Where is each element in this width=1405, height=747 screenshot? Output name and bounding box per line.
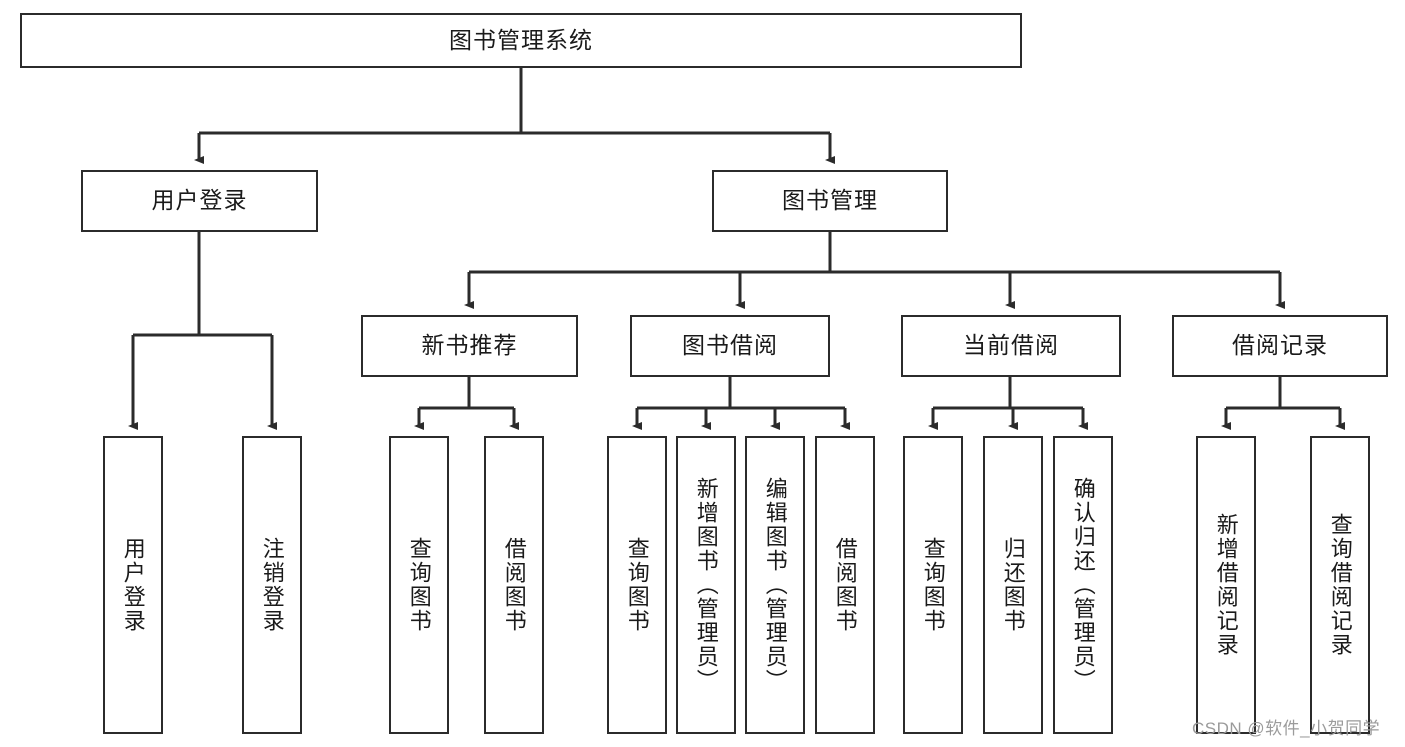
leaf-node-12[interactable]: 新增图书（管理员） (676, 436, 736, 734)
leaf-node-7[interactable]: 用户登录 (103, 436, 163, 734)
node-label: 归还图书 (1000, 537, 1026, 633)
level3-node-6[interactable]: 借阅记录 (1172, 315, 1388, 377)
csdn-watermark: CSDN @软件_小贺同学 (1192, 719, 1381, 738)
leaf-node-8[interactable]: 注销登录 (242, 436, 302, 734)
level3-node-3[interactable]: 新书推荐 (361, 315, 578, 377)
node-label: 新书推荐 (421, 332, 518, 359)
node-label: 用户登录 (151, 187, 248, 214)
node-label: 查询图书 (624, 537, 650, 633)
root-node-0[interactable]: 图书管理系统 (20, 13, 1022, 68)
leaf-node-11[interactable]: 查询图书 (607, 436, 667, 734)
leaf-node-10[interactable]: 借阅图书 (484, 436, 544, 734)
node-label: 查询借阅记录 (1327, 513, 1353, 657)
node-label: 新增借阅记录 (1213, 513, 1239, 657)
level3-node-4[interactable]: 图书借阅 (630, 315, 830, 377)
node-label: 当前借阅 (963, 332, 1059, 359)
leaf-node-9[interactable]: 查询图书 (389, 436, 449, 734)
leaf-node-19[interactable]: 查询借阅记录 (1310, 436, 1370, 734)
node-label: 用户登录 (120, 537, 146, 633)
node-label: 借阅记录 (1232, 332, 1328, 359)
node-label: 编辑图书（管理员） (762, 477, 788, 693)
leaf-node-13[interactable]: 编辑图书（管理员） (745, 436, 805, 734)
level2-node-1[interactable]: 用户登录 (81, 170, 318, 232)
leaf-node-16[interactable]: 归还图书 (983, 436, 1043, 734)
node-label: 确认归还（管理员） (1070, 477, 1096, 693)
level3-node-5[interactable]: 当前借阅 (901, 315, 1121, 377)
node-label: 新增图书（管理员） (693, 477, 719, 693)
node-label: 借阅图书 (501, 537, 527, 633)
node-label: 图书管理系统 (449, 26, 593, 53)
leaf-node-18[interactable]: 新增借阅记录 (1196, 436, 1256, 734)
leaf-node-17[interactable]: 确认归还（管理员） (1053, 436, 1113, 734)
leaf-node-15[interactable]: 查询图书 (903, 436, 963, 734)
node-label: 图书管理 (782, 187, 878, 214)
node-label: 查询图书 (920, 537, 946, 633)
leaf-node-14[interactable]: 借阅图书 (815, 436, 875, 734)
node-label: 注销登录 (259, 537, 285, 633)
node-label: 图书借阅 (682, 332, 778, 359)
node-label: 查询图书 (406, 537, 432, 633)
level2-node-2[interactable]: 图书管理 (712, 170, 948, 232)
node-label: 借阅图书 (832, 537, 858, 633)
